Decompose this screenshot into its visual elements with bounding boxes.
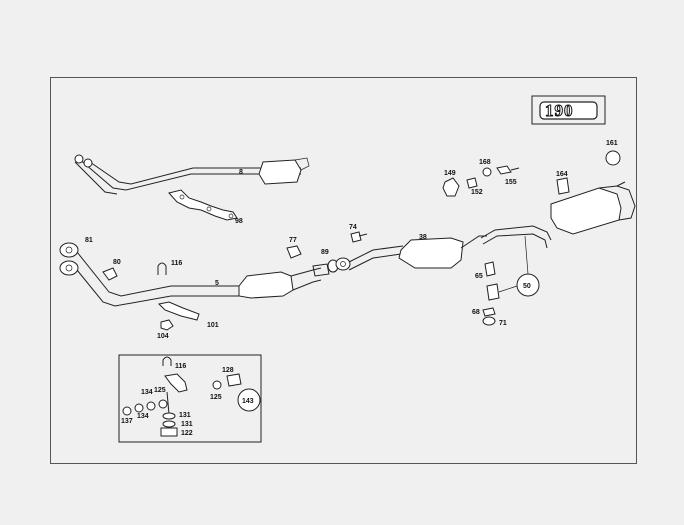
detail-label-128: 128 (222, 367, 234, 374)
model-badge: 190 (531, 95, 606, 125)
detail-label-137: 137 (121, 418, 133, 425)
label-104: 104 (157, 333, 169, 340)
bracket-98 (168, 189, 238, 221)
hanger-149 (442, 177, 460, 197)
nut-68 (482, 307, 496, 317)
front-pipe-lower (59, 242, 322, 307)
bolt-155 (496, 165, 520, 175)
mid-connector (312, 257, 351, 277)
detail-label-116: 116 (175, 363, 186, 370)
label-71: 71 (499, 320, 507, 327)
label-152: 152 (471, 189, 483, 196)
center-muffler (348, 235, 487, 271)
label-8: 8 (239, 169, 243, 176)
clamp-65 (484, 261, 500, 301)
label-81: 81 (85, 237, 93, 244)
detail-box (118, 354, 262, 443)
clip-152 (466, 177, 478, 189)
rear-section (480, 181, 636, 249)
clamp-77 (286, 245, 302, 259)
label-89: 89 (321, 249, 329, 256)
label-116: 116 (171, 260, 182, 267)
model-badge-text: 190 (545, 101, 574, 120)
label-101: 101 (207, 322, 219, 329)
diagram-frame: 190 (50, 77, 637, 464)
label-5: 5 (215, 280, 219, 287)
label-38: 38 (419, 234, 427, 241)
detail-label-122: 122 (181, 430, 193, 437)
label-74: 74 (349, 224, 357, 231)
detail-label-134b: 134 (137, 413, 149, 420)
label-77: 77 (289, 237, 297, 244)
detail-label-131a: 131 (179, 412, 191, 419)
bracket-101 (157, 301, 200, 321)
washer-168 (482, 167, 492, 177)
detail-label-143: 143 (242, 398, 254, 405)
label-65: 65 (475, 273, 483, 280)
label-80: 80 (113, 259, 121, 266)
label-50: 50 (523, 283, 531, 290)
ref-circle-50 (498, 235, 540, 297)
label-68: 68 (472, 309, 480, 316)
exhaust-diagram: 190 (59, 95, 636, 443)
nut-104 (160, 319, 174, 331)
label-168: 168 (479, 159, 491, 166)
washer-71 (482, 316, 496, 326)
detail-label-134a: 134 (141, 389, 153, 396)
u-clamp-116 (157, 262, 167, 275)
detail-label-125a: 125 (154, 387, 166, 394)
label-149: 149 (444, 170, 456, 177)
bolt-74 (350, 231, 368, 243)
detail-label-131b: 131 (181, 421, 193, 428)
front-pipe-upper (74, 154, 310, 195)
label-155: 155 (505, 179, 517, 186)
detail-label-125b: 125 (210, 394, 222, 401)
label-98: 98 (235, 218, 243, 225)
label-164: 164 (556, 171, 568, 178)
rubber-ring-161 (605, 150, 621, 166)
rubber-mount-164 (556, 177, 570, 195)
clip-80 (102, 267, 118, 281)
label-161: 161 (606, 140, 618, 147)
